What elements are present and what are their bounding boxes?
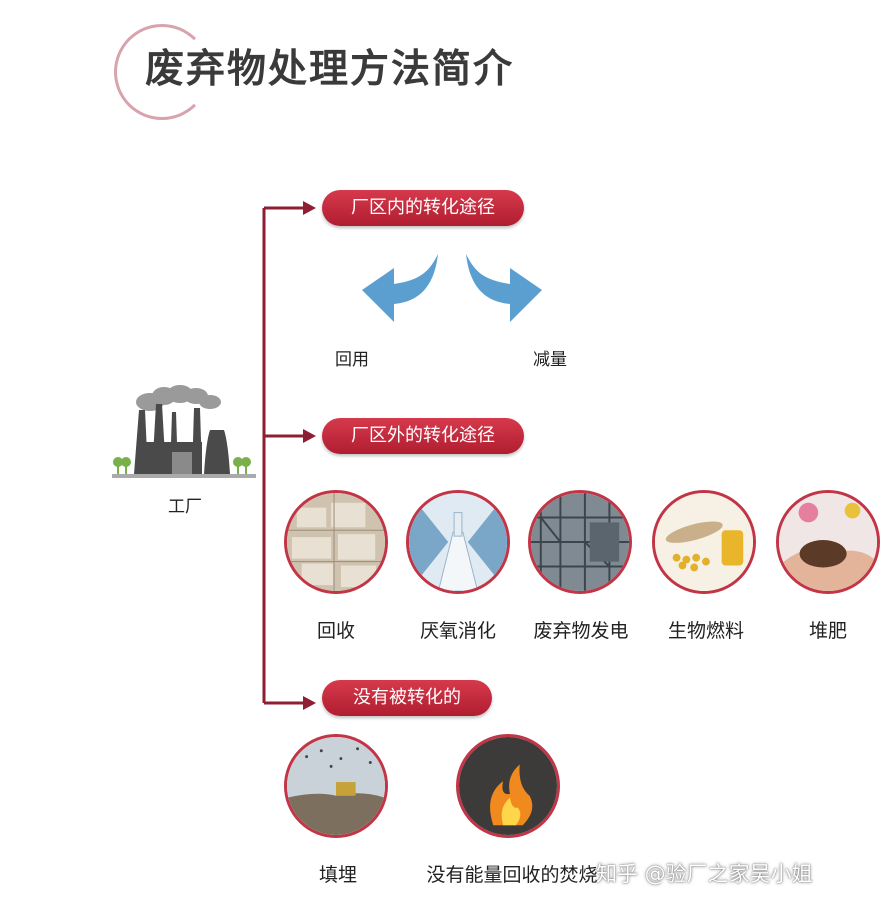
connector-arrowhead-3 — [303, 696, 316, 710]
label-reduce: 减量 — [533, 350, 567, 370]
biofuel-icon — [652, 490, 756, 594]
label-reuse: 回用 — [335, 350, 369, 370]
arrow-right-icon — [464, 250, 544, 326]
factory-icon — [112, 382, 256, 482]
watermark: 知乎 @验厂之家吴小姐 — [596, 862, 813, 886]
label-compost: 堆肥 — [808, 620, 847, 642]
fire-icon — [456, 734, 560, 838]
factory-label: 工厂 — [168, 497, 202, 517]
compost-icon — [776, 490, 880, 594]
power-plant-icon — [528, 490, 632, 594]
label-anaerobic-digestion: 厌氧消化 — [419, 620, 496, 642]
page-title: 废弃物处理方法简介 — [145, 47, 515, 92]
connector-arrowhead-2 — [303, 429, 316, 443]
label-landfill: 填埋 — [318, 864, 357, 886]
label-incineration-without-energy-recovery: 没有能量回收的焚烧 — [426, 864, 598, 886]
label-recycling: 回收 — [316, 620, 355, 642]
title-ring-decoration — [114, 24, 210, 120]
label-biofuel: 生物燃料 — [667, 620, 744, 642]
pill-onsite-conversion: 厂区内的转化途径 — [322, 190, 524, 226]
arrow-left-icon — [360, 250, 440, 326]
label-waste-to-energy: 废弃物发电 — [533, 620, 629, 642]
landfill-icon — [284, 734, 388, 838]
digester-icon — [406, 490, 510, 594]
pill-not-converted: 没有被转化的 — [322, 680, 492, 716]
recycled-paper-icon — [284, 490, 388, 594]
pill-offsite-conversion: 厂区外的转化途径 — [322, 418, 524, 454]
connector-arrowhead-1 — [303, 201, 316, 215]
